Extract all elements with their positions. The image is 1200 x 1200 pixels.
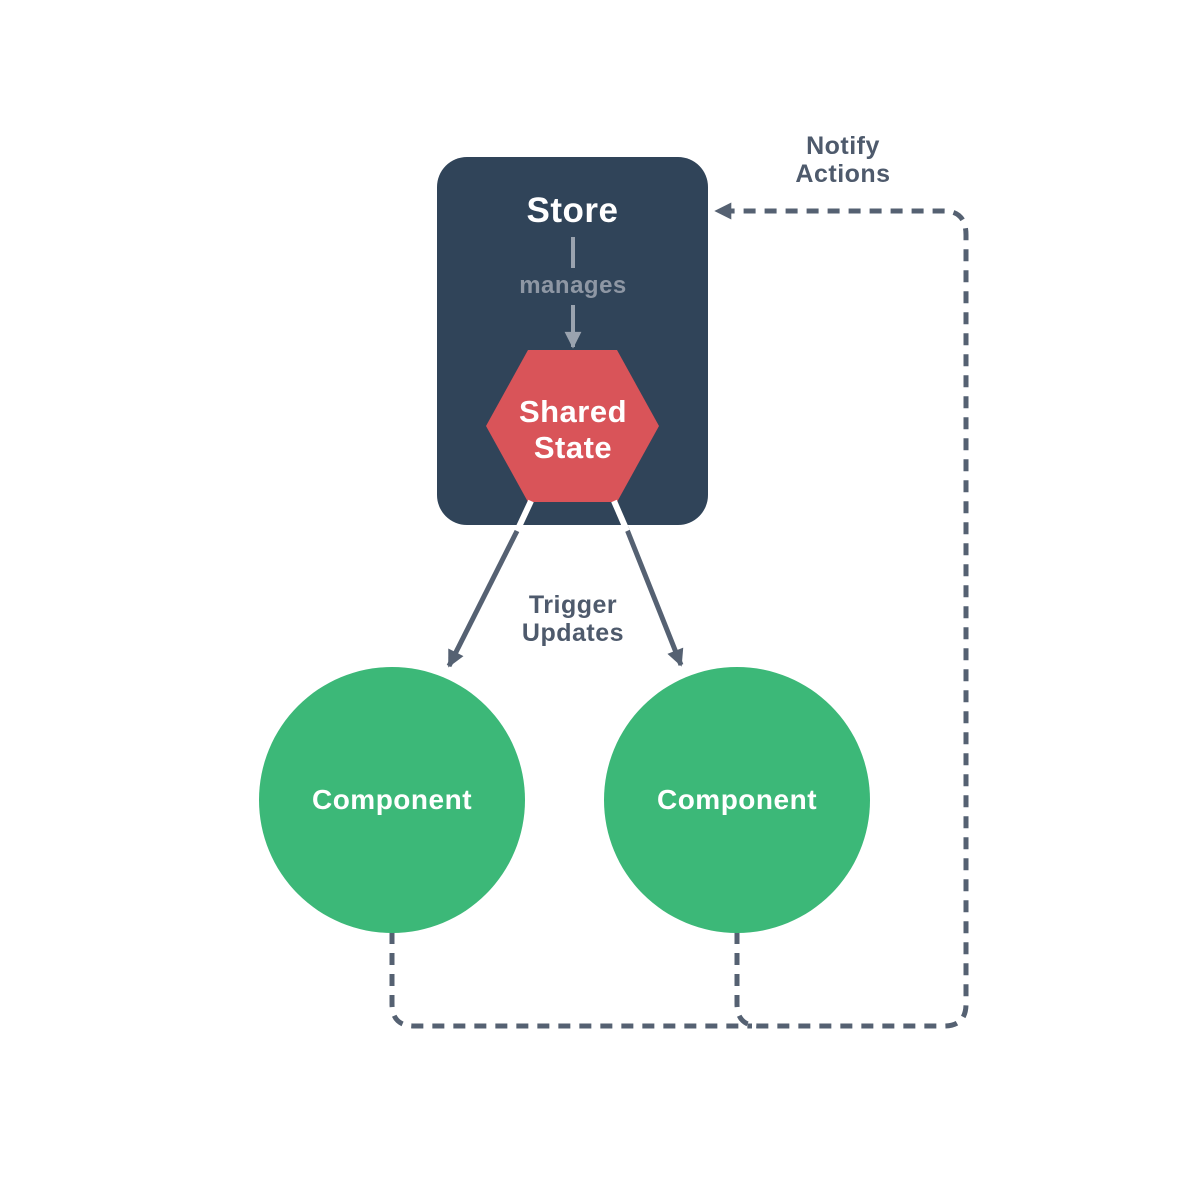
trigger-updates-label: Trigger Updates xyxy=(473,591,673,647)
notify-loop-path xyxy=(714,202,969,1029)
component-label-right: Component xyxy=(656,784,818,815)
shared-state-label-line1: Shared xyxy=(518,394,628,429)
notify-actions-line2: Actions xyxy=(795,160,891,188)
trigger-updates-line2: Updates xyxy=(521,619,625,647)
shared-state-label-line2: State xyxy=(533,430,613,465)
trigger-arrow-right-highlight xyxy=(611,499,630,533)
notify-actions-line1: Notify xyxy=(806,132,880,160)
trigger-arrow-right xyxy=(623,526,684,667)
manages-label: manages xyxy=(519,272,627,299)
notify-branch-path xyxy=(389,932,752,1029)
notify-actions-label: Notify Actions xyxy=(753,132,933,188)
component-circle-left xyxy=(259,667,525,933)
trigger-arrow-left-highlight xyxy=(514,499,534,533)
trigger-updates-line1: Trigger xyxy=(528,591,618,619)
trigger-arrow-left xyxy=(446,525,522,668)
store-title: Store xyxy=(526,191,619,230)
shared-state-hexagon xyxy=(486,350,659,502)
component-circle-right xyxy=(604,667,870,933)
component-label-left: Component xyxy=(311,784,473,815)
shared-state-label: Shared State xyxy=(473,394,673,466)
